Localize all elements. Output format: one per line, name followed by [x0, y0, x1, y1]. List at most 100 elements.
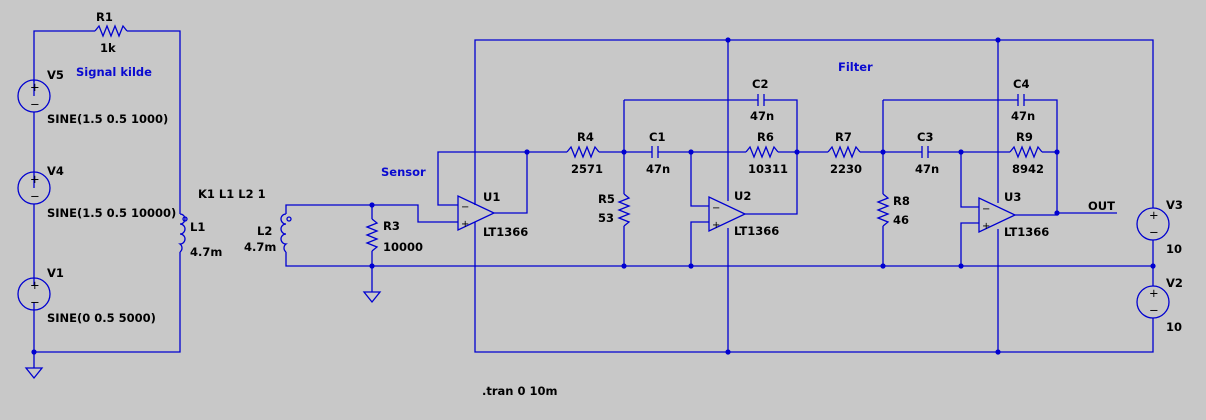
r4-name: R4: [577, 130, 594, 144]
v2-name: V2: [1166, 276, 1183, 290]
opamp-u2[interactable]: − +: [708, 195, 747, 233]
junction-dot: [995, 37, 1001, 43]
v2-value: 10: [1166, 320, 1182, 334]
junction-dot: [995, 349, 1001, 355]
c1-value: 47n: [646, 162, 670, 176]
svg-text:−: −: [461, 202, 469, 213]
svg-text:+: +: [30, 80, 40, 94]
r7-name: R7: [835, 130, 852, 144]
voltage-source-v4[interactable]: + −: [17, 171, 51, 205]
filter-label: Filter: [838, 60, 873, 74]
power-rails: [474, 39, 1154, 353]
r6-name: R6: [757, 130, 774, 144]
svg-text:−: −: [30, 189, 40, 203]
u2-value: LT1366: [734, 224, 779, 238]
voltage-source-v2[interactable]: + −: [1136, 285, 1170, 319]
capacitor-c2[interactable]: [757, 94, 765, 106]
ground-icon: [24, 367, 44, 380]
junction-dot: [1150, 263, 1156, 269]
capacitor-c3[interactable]: [921, 146, 929, 158]
coupling-directive: K1 L1 L2 1: [198, 187, 266, 201]
u1-wires: [437, 151, 567, 226]
voltage-source-v3[interactable]: + −: [1136, 207, 1170, 241]
junction-dot: [688, 263, 694, 269]
v4-name: V4: [47, 164, 64, 178]
out-net-label: OUT: [1088, 199, 1115, 213]
resistor-r3[interactable]: [365, 218, 379, 252]
capacitor-c4[interactable]: [1017, 94, 1025, 106]
r4-value: 2571: [571, 162, 603, 176]
c4-value: 47n: [1011, 109, 1035, 123]
r5-name: R5: [598, 192, 615, 206]
resistor-r8[interactable]: [876, 193, 890, 227]
resistor-r7[interactable]: [827, 145, 861, 159]
voltage-source-v5[interactable]: + −: [17, 79, 51, 113]
svg-text:+: +: [461, 219, 469, 230]
u2-wires: [690, 151, 828, 266]
voltage-source-v1[interactable]: + −: [17, 277, 51, 311]
v1-name: V1: [47, 266, 64, 280]
opamp-u1[interactable]: − +: [457, 194, 496, 232]
svg-text:−: −: [1149, 225, 1159, 239]
u1-value: LT1366: [483, 225, 528, 239]
svg-text:−: −: [712, 203, 720, 214]
v5-value: SINE(1.5 0.5 1000): [47, 112, 168, 126]
resistor-r4[interactable]: [566, 145, 600, 159]
opamp-u3[interactable]: − +: [978, 196, 1017, 234]
r1-name: R1: [96, 10, 113, 24]
c2-value: 47n: [750, 109, 774, 123]
svg-text:−: −: [30, 97, 40, 111]
junction-dot: [31, 349, 37, 355]
l2-value: 4.7m: [244, 240, 276, 254]
l1-name: L1: [190, 220, 205, 234]
u2-name: U2: [734, 189, 751, 203]
u3-wires: [960, 152, 1117, 266]
capacitor-c1[interactable]: [651, 146, 659, 158]
junction-dot: [725, 349, 731, 355]
v3-value: 10: [1166, 242, 1182, 256]
c3-name: C3: [917, 130, 933, 144]
sensor-label: Sensor: [381, 165, 426, 179]
svg-text:+: +: [982, 221, 990, 232]
svg-text:+: +: [1149, 286, 1159, 300]
r5-value: 53: [598, 211, 614, 225]
v3-name: V3: [1166, 198, 1183, 212]
c2-name: C2: [752, 77, 768, 91]
junction-dot: [725, 37, 731, 43]
resistor-r5[interactable]: [617, 193, 631, 227]
r1-value: 1k: [100, 41, 116, 55]
svg-text:+: +: [1149, 208, 1159, 222]
junction-dot: [1054, 210, 1060, 216]
r3-value: 10000: [383, 240, 423, 254]
l1-value: 4.7m: [190, 245, 222, 259]
r8-name: R8: [893, 194, 910, 208]
junction-dot: [880, 263, 886, 269]
r6-value: 10311: [748, 162, 788, 176]
r9-value: 8942: [1012, 162, 1044, 176]
r8-value: 46: [893, 213, 909, 227]
signal-kilde-label: Signal kilde: [76, 65, 152, 79]
u3-name: U3: [1004, 190, 1021, 204]
junction-dot: [524, 149, 530, 155]
signal-source-wires: [33, 30, 181, 368]
v4-value: SINE(1.5 0.5 10000): [47, 206, 176, 220]
resistor-r6[interactable]: [745, 145, 779, 159]
r3-name: R3: [383, 219, 400, 233]
svg-text:−: −: [982, 204, 990, 215]
c3-value: 47n: [915, 162, 939, 176]
resistor-r1[interactable]: [94, 24, 128, 38]
junction-dot: [621, 263, 627, 269]
v1-value: SINE(0 0.5 5000): [47, 311, 156, 325]
c1-name: C1: [649, 130, 665, 144]
r9-name: R9: [1016, 130, 1033, 144]
svg-text:+: +: [30, 172, 40, 186]
inductor-l1[interactable]: [178, 213, 188, 253]
junction-dot: [369, 263, 375, 269]
resistor-r9[interactable]: [1009, 145, 1043, 159]
inductor-l2[interactable]: [280, 213, 292, 253]
u3-value: LT1366: [1004, 225, 1049, 239]
v5-name: V5: [47, 68, 64, 82]
c4-name: C4: [1013, 77, 1029, 91]
